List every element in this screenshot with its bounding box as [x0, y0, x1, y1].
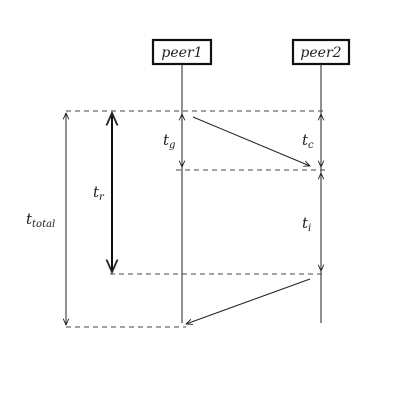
- message-peer1-to-peer2: [192, 116, 310, 166]
- t-i-label: ti: [302, 214, 311, 234]
- t-g-label: tg: [163, 131, 175, 151]
- t-r-label: tr: [93, 183, 105, 203]
- t-c-label: tc: [302, 131, 314, 151]
- participant-peer1: peer1: [151, 38, 213, 66]
- peer2-label: peer2: [300, 45, 341, 61]
- participant-peer2: peer2: [291, 38, 351, 66]
- peer1-label: peer1: [161, 45, 202, 61]
- message-peer2-to-peer1: [186, 278, 311, 324]
- t-total-label: ttotal: [26, 210, 55, 230]
